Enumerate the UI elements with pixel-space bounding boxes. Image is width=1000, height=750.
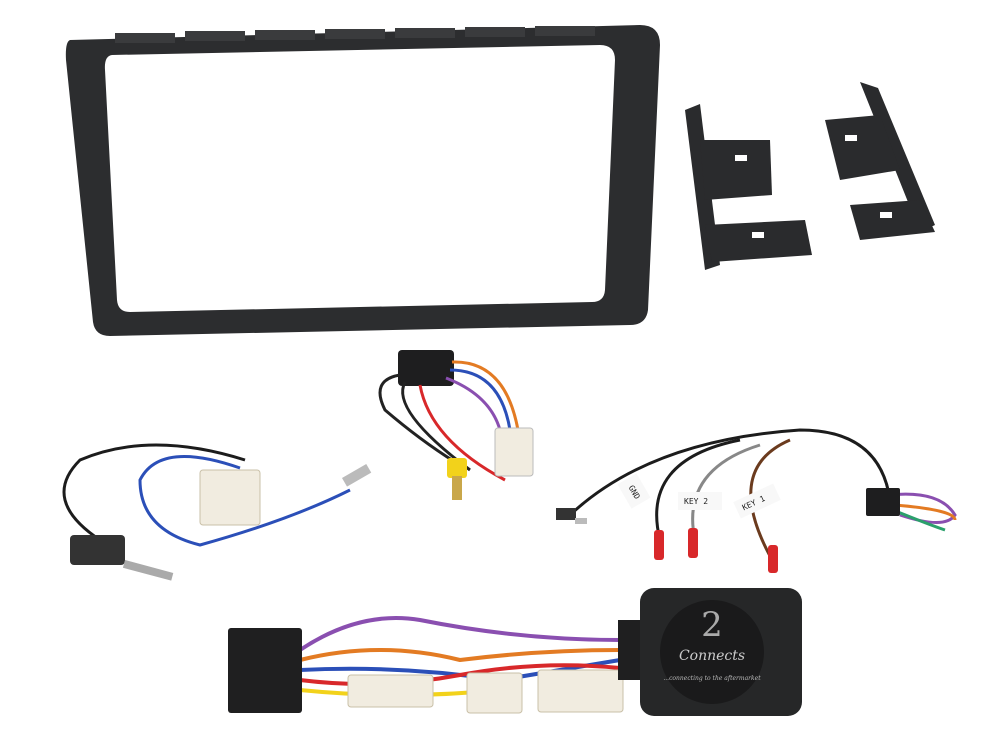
- svg-text:...connecting to the aftermark: ...connecting to the aftermarket: [663, 675, 761, 682]
- steering-interface-harness: 2 Connects ...connecting to the aftermar…: [228, 588, 802, 716]
- fascia-frame: [65, 25, 661, 336]
- mounting-brackets: [685, 82, 935, 270]
- wire-label-key2: KEY 2: [684, 497, 708, 506]
- antenna-adapter: [62, 443, 372, 581]
- connects2-logo: 2 Connects ...connecting to the aftermar…: [660, 600, 764, 704]
- svg-text:2: 2: [701, 605, 723, 645]
- svg-text:Connects: Connects: [679, 648, 745, 664]
- steering-control-lead: GND KEY 2 KEY 1: [556, 428, 957, 573]
- camera-adapter: [378, 350, 534, 500]
